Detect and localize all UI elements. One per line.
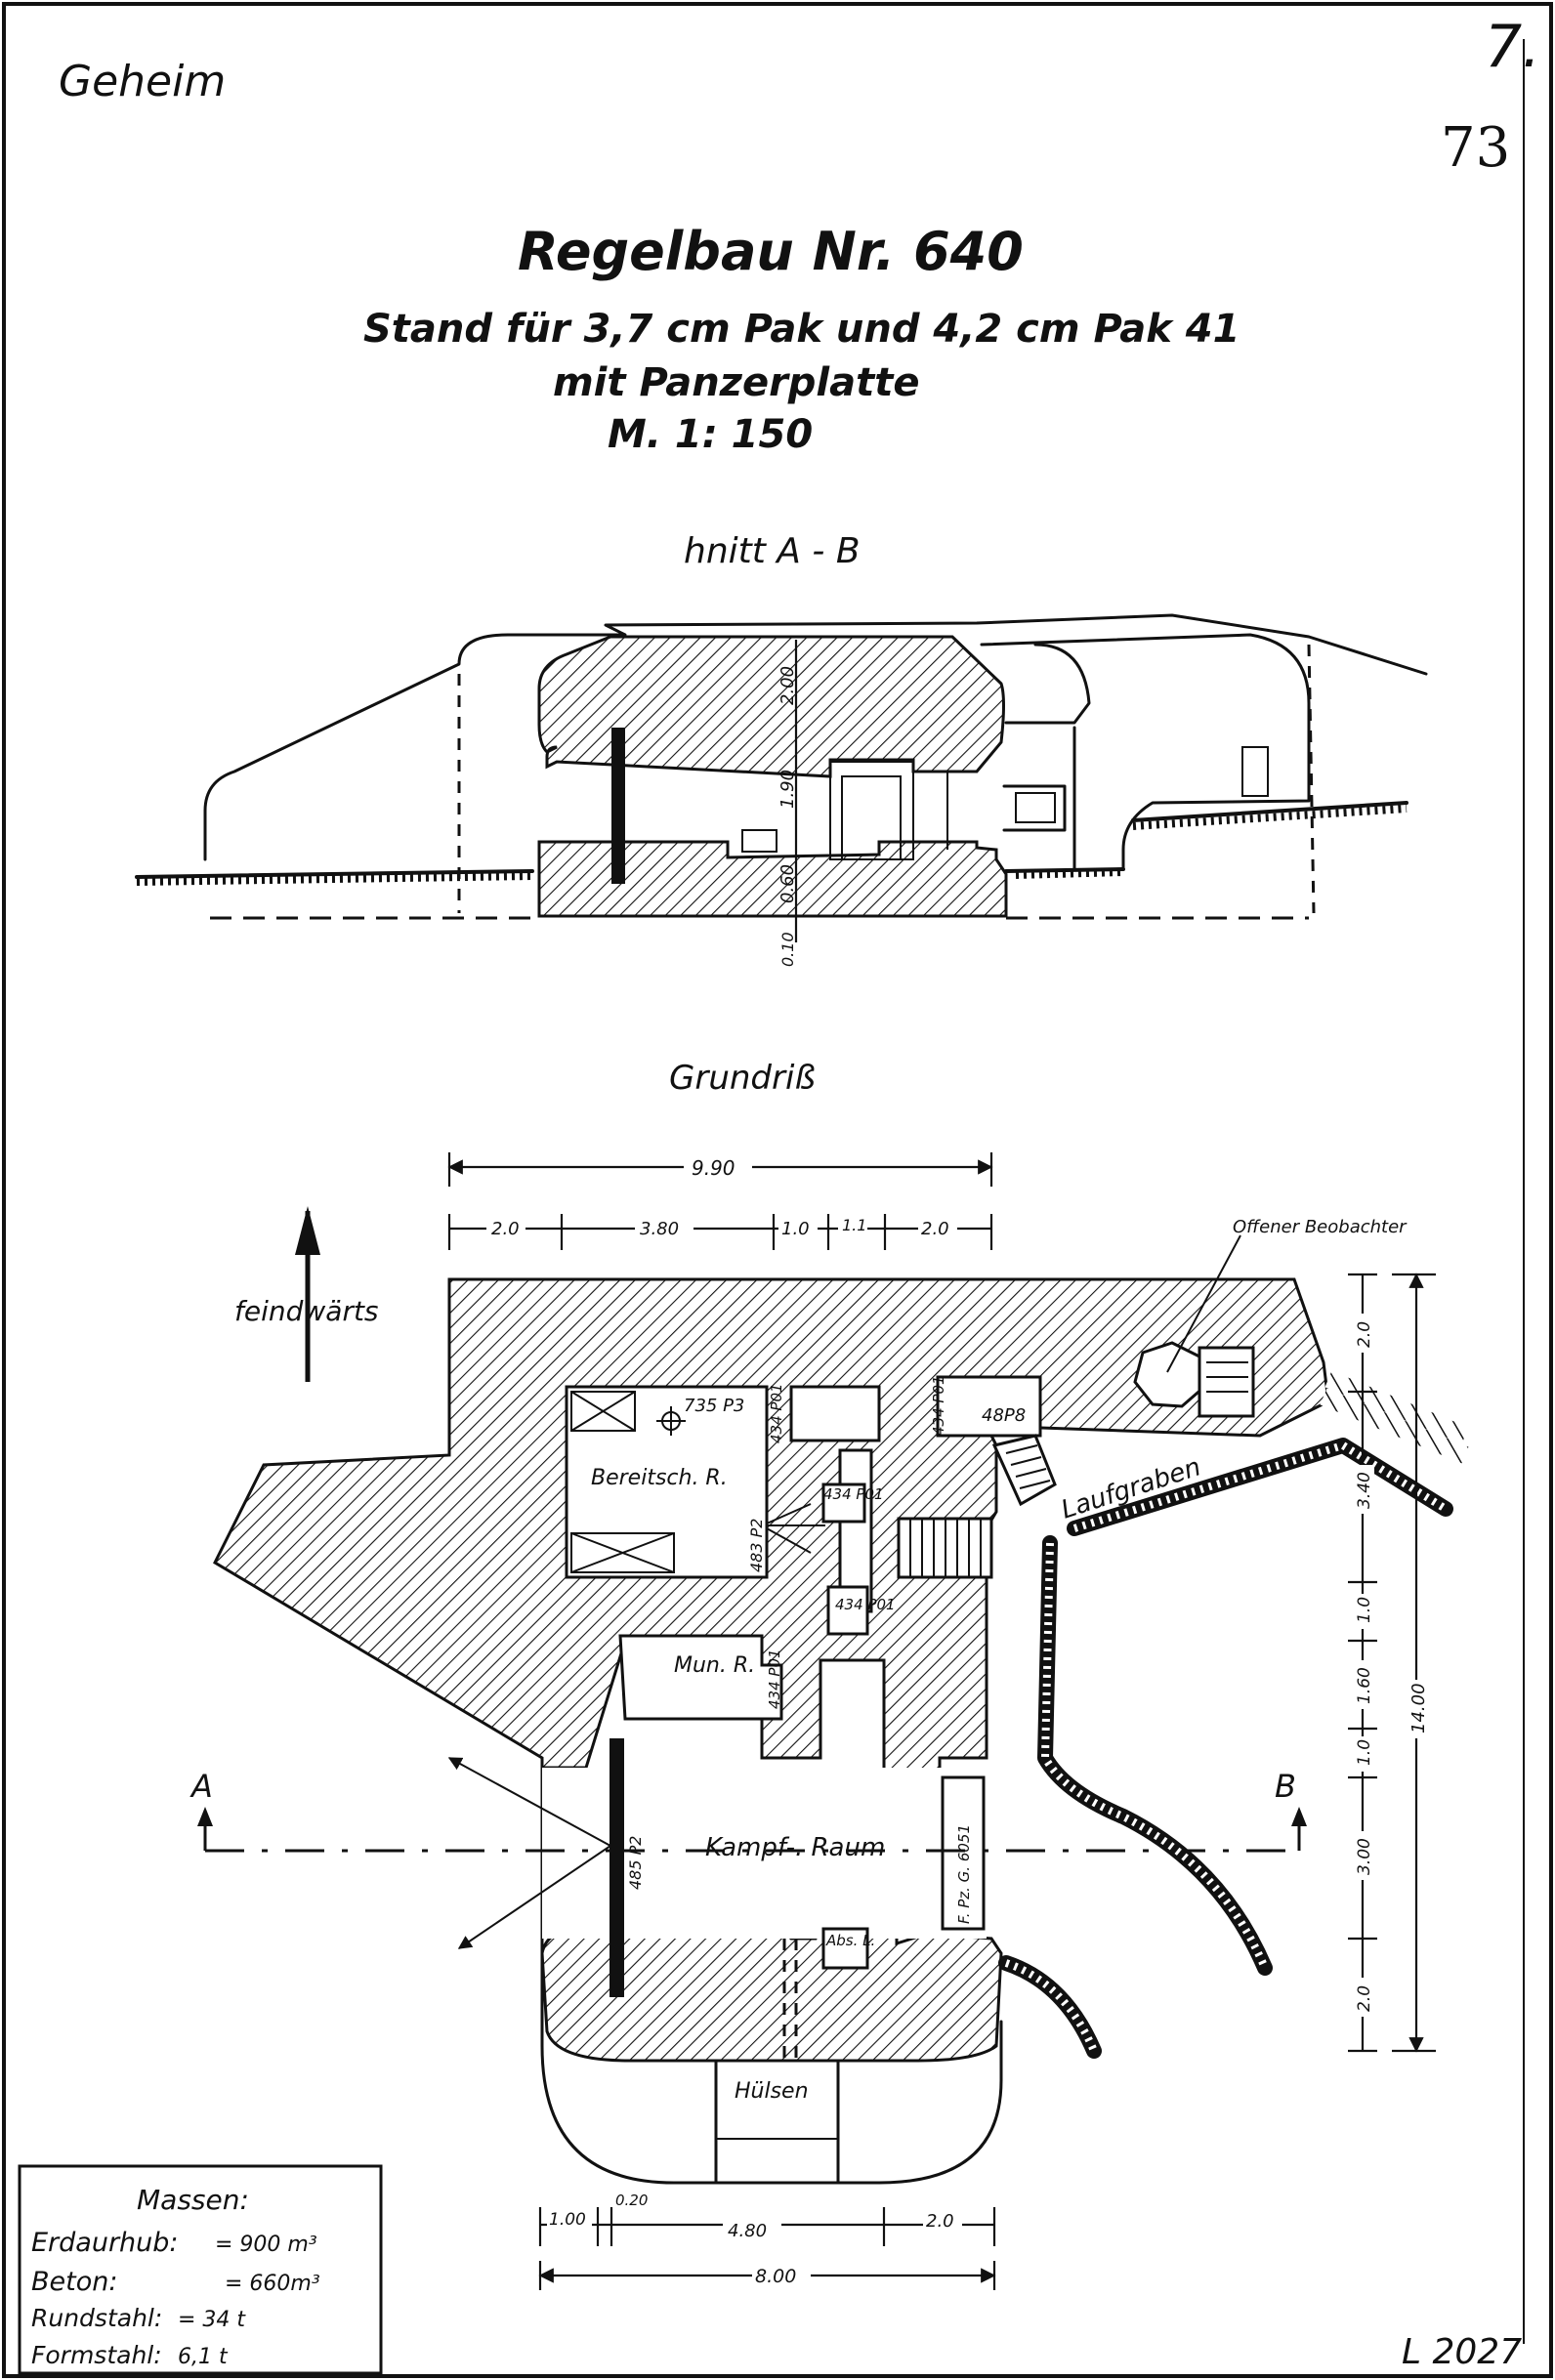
masses-row-1-value: = 900 m³	[215, 2233, 317, 2257]
top-total-dim: 9.90	[692, 1156, 735, 1180]
tag-frp: F. Pz. G. 6051	[955, 1824, 973, 1924]
room-mun: Mun. R.	[674, 1653, 755, 1678]
sheet-number: 73	[1441, 116, 1510, 180]
bottom-dim-3: 4.80	[728, 2221, 767, 2241]
masses-row-2-value: = 660m³	[225, 2272, 320, 2296]
bottom-dim-2: 0.20	[615, 2192, 648, 2209]
masses-table: Massen: Erdaurhub: = 900 m³ Beton: = 660…	[18, 2164, 383, 2375]
room-mun-area	[618, 1634, 783, 1721]
tag-p01e: 434 P01	[766, 1649, 783, 1709]
armour-plate-section	[611, 728, 625, 884]
tag-p01b: 434 P01	[930, 1375, 947, 1436]
bottom-dimensions: 1.00 0.20 4.80 2.0 8.00	[538, 2192, 996, 2290]
right-total-dim: 14.00	[1408, 1683, 1429, 1733]
direction-label: feindwärts	[234, 1295, 379, 1327]
plan-view: Hülsen Kampf-. Raum Bereitsch. R. 735 P3…	[189, 1217, 1469, 2185]
masses-row-4-label: Formstahl:	[31, 2341, 162, 2369]
corner-mark: 7.	[1485, 13, 1540, 81]
masses-row-3-label: Rundstahl:	[31, 2304, 162, 2332]
bottom-dim-4: 2.0	[926, 2211, 954, 2232]
top-dim-2: 3.80	[640, 1219, 679, 1239]
masses-heading: Massen:	[137, 2184, 249, 2216]
bottom-total-dim: 8.00	[755, 2266, 796, 2287]
section-view: 2.00 1.90 0.60 0.10	[135, 613, 1428, 967]
trench-outer	[1320, 1370, 1469, 1464]
section-floor	[537, 840, 1008, 918]
section-dim-room: 1.90	[778, 770, 798, 809]
tag-p2a: 483 P2	[747, 1519, 766, 1572]
masses-row-3-value: = 34 t	[178, 2308, 246, 2332]
drawing-number: L 2027	[1402, 2332, 1522, 2372]
section-dim-roof: 2.00	[778, 666, 798, 705]
direction-arrow	[295, 1206, 320, 1382]
room-huelsen: Hülsen	[735, 2079, 809, 2104]
masses-row-2-label: Beton:	[31, 2267, 117, 2297]
right-dim-6: 3.00	[1355, 1838, 1374, 1875]
right-dim-3: 1.0	[1355, 1597, 1374, 1623]
title-line1: Stand für 3,7 cm Pak und 4,2 cm Pak 41	[363, 307, 1240, 352]
tag-p01a: 434 P01	[768, 1383, 785, 1443]
room-bereitsch-area	[565, 1385, 769, 1579]
classification-label: Geheim	[59, 57, 226, 106]
masses-row-1-label: Erdaurhub:	[31, 2228, 179, 2258]
top-dimensions: 9.90 2.0 3.80 1.0 1.1 2.0	[447, 1152, 993, 1250]
top-dim-1: 2.0	[491, 1219, 520, 1239]
right-dim-4: 1.60	[1355, 1667, 1374, 1704]
section-roof	[537, 635, 1005, 778]
room-abs: Abs. L.	[825, 1932, 875, 1949]
plan-concrete-body	[213, 1277, 1330, 1779]
right-dim-7: 2.0	[1355, 1985, 1374, 2012]
marker-b: B	[1275, 1768, 1296, 1805]
top-dim-3: 1.0	[781, 1219, 810, 1239]
tag-p01d: 434 P01	[835, 1596, 896, 1613]
marker-a: A	[189, 1768, 213, 1805]
tag-p2b: 485 P2	[626, 1836, 645, 1890]
right-dim-2: 3.40	[1355, 1472, 1374, 1509]
section-label: hnitt A - B	[684, 531, 861, 571]
observer-label: Offener Beobachter	[1233, 1217, 1408, 1237]
room-kampf: Kampf-. Raum	[705, 1833, 885, 1862]
section-dim-floor: 0.60	[778, 864, 798, 903]
title-line2: mit Panzerplatte	[553, 360, 920, 405]
section-dim-base: 0.10	[778, 932, 797, 967]
title-scale: M. 1: 150	[608, 412, 813, 457]
title-main: Regelbau Nr. 640	[518, 221, 1024, 282]
tag-p3: 735 P3	[684, 1396, 744, 1416]
masses-row-4-value: 6,1 t	[178, 2345, 229, 2369]
right-dim-1: 2.0	[1355, 1321, 1374, 1348]
armour-plate-plan	[609, 1738, 624, 1997]
room-kampf-area	[542, 1768, 987, 1939]
tag-p01c: 434 P01	[823, 1485, 884, 1503]
plan-label: Grundriß	[669, 1059, 816, 1098]
bottom-dim-1: 1.00	[549, 2210, 586, 2230]
room-bereitsch: Bereitsch. R.	[591, 1466, 728, 1490]
top-dim-4: 1.1	[842, 1216, 866, 1234]
trench-wall-3	[998, 1955, 1102, 2059]
right-dimensions: 14.00 2.0 3.40 1.0 1.60 1.0 3.00 2.0	[1348, 1273, 1436, 2053]
tag-p8: 48P8	[982, 1405, 1026, 1426]
right-dim-5: 1.0	[1355, 1739, 1374, 1766]
trench-wall-2	[1037, 1535, 1273, 1976]
top-dim-5: 2.0	[921, 1219, 949, 1239]
